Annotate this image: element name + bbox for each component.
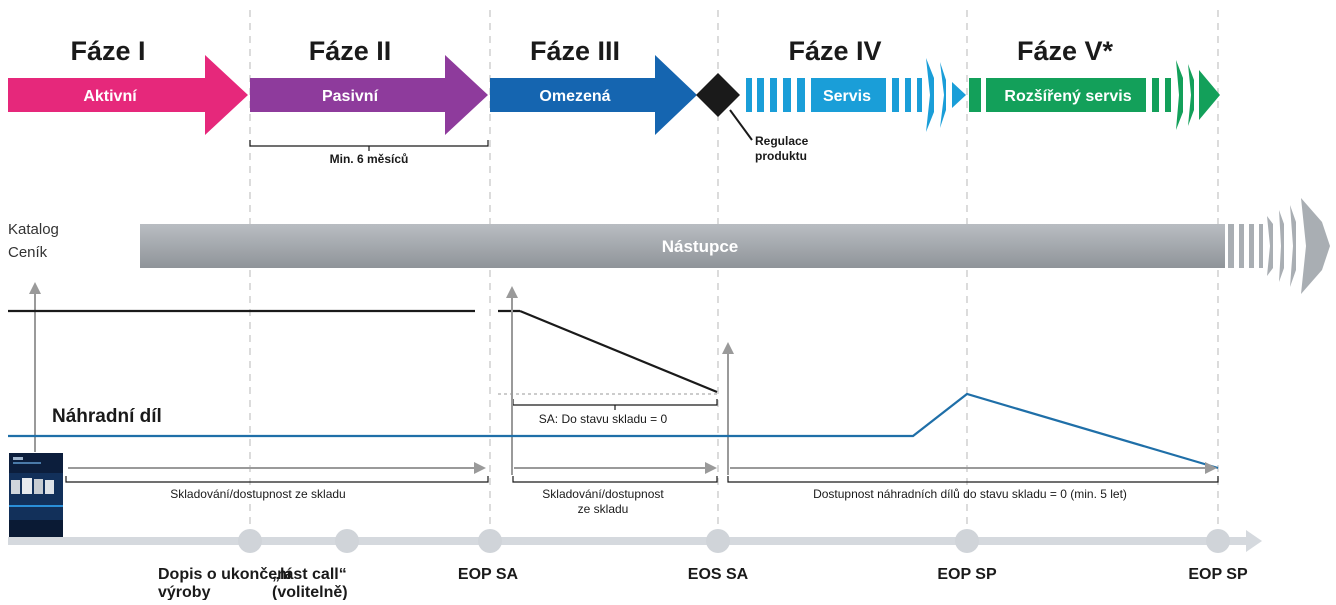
min-months-label: Min. 6 měsíců [330, 152, 409, 166]
storage-bracket-3 [727, 476, 1219, 483]
regulation-diamond-icon [696, 73, 740, 117]
successor-label: Nástupce [662, 237, 739, 256]
successor-fade-stripes [1228, 198, 1330, 294]
phase-label-active: Aktivní [83, 88, 137, 105]
milestone-label-eos-sa: EOS SA [688, 566, 749, 583]
phase-title-2: Fáze II [309, 36, 392, 66]
regulation-line-2: produktu [755, 149, 807, 163]
phase-arrow-service [746, 58, 966, 132]
phase-label-passive: Pasivní [322, 88, 379, 105]
spare-part-label: Náhradní díl [52, 406, 162, 427]
product-line-decline [519, 309, 718, 394]
spare-availability-label: Dostupnost náhradních dílů do stavu skla… [813, 487, 1127, 501]
phase-arrow-limited [490, 55, 697, 135]
milestone-dot [706, 529, 730, 553]
phase-label-service: Servis [823, 88, 871, 105]
timeline-arrowhead-icon [1246, 530, 1262, 552]
phase-arrow-active [8, 55, 248, 135]
guide-lines [249, 10, 1219, 540]
pricelist-label: Ceník [8, 244, 48, 261]
sa-stock-label: SA: Do stavu skladu = 0 [539, 412, 668, 426]
storage-label-2b: ze skladu [578, 502, 629, 516]
service-arrowhead-icon [722, 342, 734, 354]
phase-label-extended-service: Rozšířený servis [1004, 88, 1131, 105]
milestone-label-last-call-2: (volitelně) [272, 584, 348, 600]
phase-label-limited: Omezená [539, 88, 610, 105]
catalog-arrowhead-icon [29, 282, 41, 294]
sa-stock-bracket [512, 399, 718, 410]
phase-arrow-passive [250, 55, 488, 135]
successor-bar [140, 224, 1225, 268]
milestone-label-eop-sp: EOP SP [937, 566, 997, 583]
storage-label-2a: Skladování/dostupnost [542, 487, 664, 501]
regulation-pointer [729, 109, 753, 141]
timeline-milestones [238, 529, 1230, 553]
milestone-dot [478, 529, 502, 553]
storage-bracket-2 [512, 476, 718, 483]
storage-arrowhead-2-icon [705, 462, 717, 474]
catalog-label: Katalog [8, 221, 59, 238]
phase-title-1: Fáze I [70, 36, 145, 66]
milestone-dot [955, 529, 979, 553]
storage-arrowhead-1-icon [474, 462, 486, 474]
regulation-line-1: Regulace [755, 134, 809, 148]
spare-part-line [8, 392, 1219, 470]
catalog-thumbnail [9, 453, 63, 537]
phase-title-3: Fáze III [530, 36, 620, 66]
phase-title-5: Fáze V* [1017, 36, 1114, 66]
milestone-dot [1206, 529, 1230, 553]
milestone-label-eop-sa: EOP SA [458, 566, 519, 583]
milestone-label-last-call: „last call“ [272, 566, 347, 583]
storage-bracket-1 [65, 476, 489, 483]
milestone-label-discontinuation: Dopis o ukončení [158, 566, 292, 583]
limited-arrowhead-icon [506, 286, 518, 298]
storage-arrowhead-3-icon [1205, 462, 1217, 474]
milestone-dot [335, 529, 359, 553]
milestone-dot [238, 529, 262, 553]
phase-arrow-extended-service [969, 60, 1220, 130]
milestone-label-discontinuation-2: výroby [158, 584, 211, 600]
timeline-bar [8, 537, 1248, 545]
storage-label-1: Skladování/dostupnost ze skladu [170, 487, 345, 501]
milestone-label-eop-sp-final: EOP SP [1188, 566, 1248, 583]
min-months-bracket [249, 140, 489, 151]
phase-title-4: Fáze IV [788, 36, 881, 66]
